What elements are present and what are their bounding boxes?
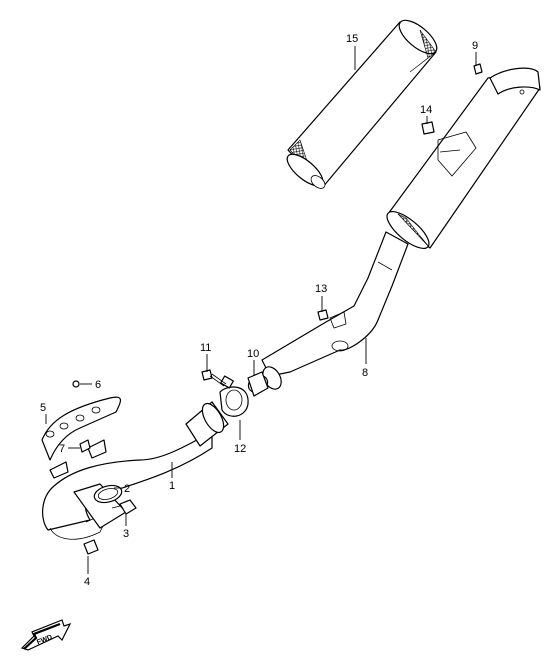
callout-10: 10 <box>247 348 259 360</box>
screw-9 <box>473 63 483 75</box>
clip-7 <box>79 439 91 453</box>
callout-12: 12 <box>234 443 246 455</box>
gasket-10 <box>247 371 269 397</box>
callout-13: 13 <box>315 283 327 295</box>
heat-guard-5 <box>41 396 122 479</box>
callout-3: 3 <box>123 528 129 540</box>
callout-labels: 15 9 14 13 11 10 8 6 5 7 12 1 2 3 4 <box>40 33 478 588</box>
bolt-11 <box>201 369 227 387</box>
callout-6: 6 <box>95 379 101 391</box>
callout-7: 7 <box>59 443 65 455</box>
bolt-13 <box>317 309 329 321</box>
callout-5: 5 <box>40 402 46 414</box>
stud-3 <box>111 499 137 515</box>
clamp-12 <box>219 375 249 417</box>
callout-9: 9 <box>472 40 478 52</box>
middle-pipe-8 <box>261 231 409 390</box>
nut-4 <box>83 539 99 555</box>
callout-2: 2 <box>124 483 130 495</box>
heat-shield-15 <box>286 19 438 189</box>
callout-15: 15 <box>346 33 358 45</box>
screw-6 <box>72 380 80 388</box>
fwd-arrow-icon: FWD <box>20 619 72 651</box>
callout-1: 1 <box>169 480 175 492</box>
callout-14: 14 <box>420 104 432 116</box>
callout-11: 11 <box>200 342 211 354</box>
bolt-14 <box>421 121 435 135</box>
muffler-body <box>386 67 541 249</box>
callout-8: 8 <box>362 367 368 379</box>
callout-4: 4 <box>84 576 90 588</box>
leader-lines <box>45 46 477 574</box>
